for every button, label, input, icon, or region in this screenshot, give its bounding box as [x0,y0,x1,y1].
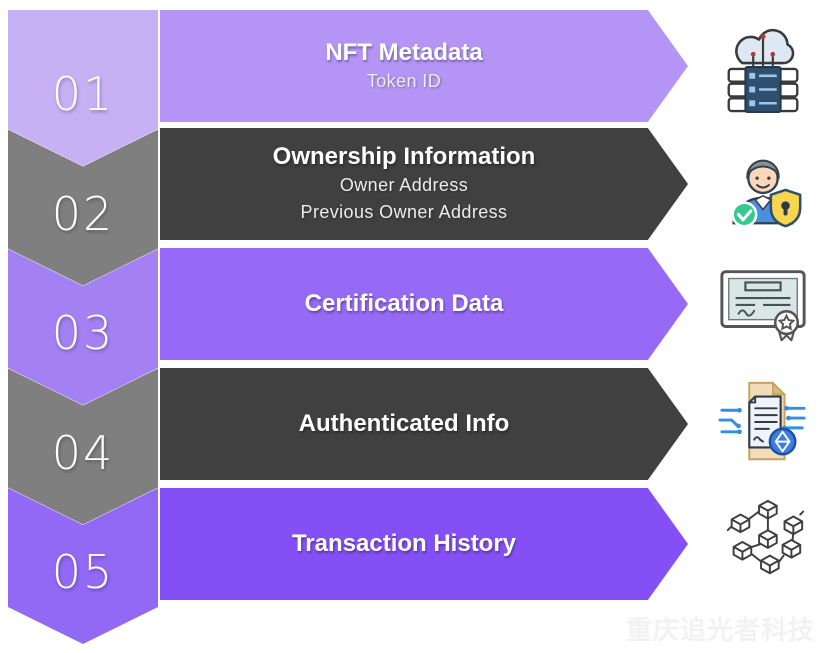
watermark-text: 重庆追光者科技 [625,615,815,645]
band-subtitle: Previous Owner Address [300,202,508,222]
verified-owner-icon [716,141,810,235]
band-nft-metadata: NFT Metadata Token ID [160,10,688,122]
step-chevron-01: 01 [8,10,158,166]
cloud-database-icon [716,20,810,114]
step-number: 02 [51,186,115,241]
band-subtitle: Owner Address [339,175,469,195]
band-certification-data: Certification Data [160,248,688,360]
band-authenticated-info: Authenticated Info [160,368,688,480]
band-title: Authenticated Info [298,410,510,437]
step-chevron-04: 04 [8,368,158,525]
authenticated-document-icon [716,375,810,469]
certificate-icon [716,256,810,350]
blockchain-network-icon [716,493,810,587]
step-number: 04 [51,425,115,480]
band-title: Certification Data [304,290,504,317]
band-transaction-history: Transaction History [160,488,688,600]
step-chevron-02: 02 [8,129,158,286]
band-title: Ownership Information [272,143,536,170]
step-number: 03 [51,306,115,360]
step-number: 01 [51,67,115,121]
step-number: 05 [51,545,115,599]
band-ownership-information: Ownership Information Owner Address Prev… [160,128,688,240]
band-subtitle: Token ID [366,70,442,91]
band-title: NFT Metadata [325,38,483,66]
band-title: Transaction History [291,530,517,557]
